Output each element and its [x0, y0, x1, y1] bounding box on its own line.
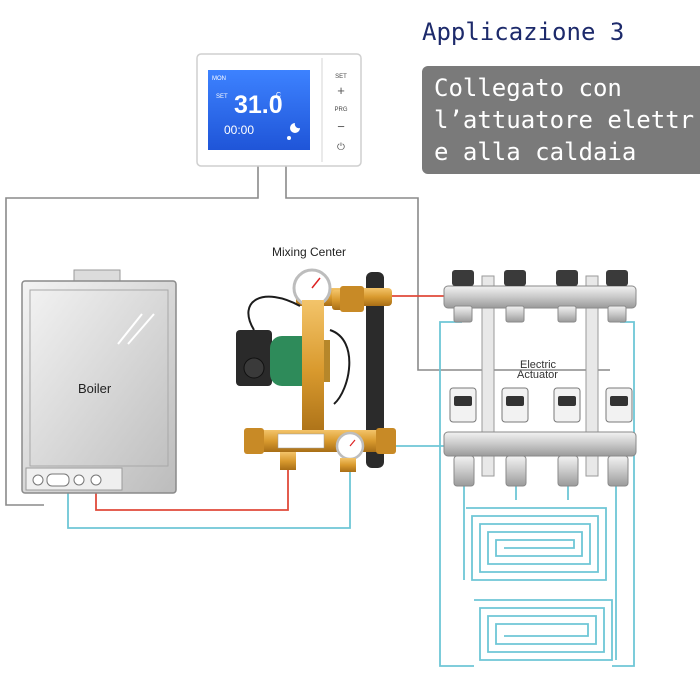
hand-icon: [287, 136, 291, 140]
manifold: Electric Actuator: [443, 270, 637, 487]
cold-pipe-mixer-to-boiler: [67, 462, 351, 529]
boiler-label: Boiler: [78, 381, 112, 396]
thermometer-bottom-needle: [349, 439, 356, 447]
floor-heating-loop-2: [474, 599, 613, 661]
manifold-bracket-right: [585, 275, 599, 477]
manifold-top-outlets: [453, 305, 627, 323]
wire-to-boiler: [5, 165, 259, 506]
actuator-cap-2: [506, 396, 524, 406]
manifold-bracket-left: [481, 275, 495, 477]
program-button[interactable]: PRG: [334, 107, 347, 113]
actuator-cap-1: [454, 396, 472, 406]
mixer-upper-nut: [340, 286, 364, 312]
boiler-glare-2: [127, 313, 155, 345]
boiler-knob-1[interactable]: [32, 474, 44, 486]
moon-icon: [290, 123, 300, 133]
caption-line-3: e alla caldaia: [434, 138, 637, 166]
page-title: Applicazione 3: [422, 18, 625, 46]
bottom-outlet-2: [505, 455, 527, 487]
top-outlet-2: [505, 305, 525, 323]
thermostat: MON SET 31.0 C 00:00 SET + PRG − ⏻: [196, 53, 362, 167]
power-button[interactable]: ⏻: [337, 142, 345, 153]
mixer-label-plate: [277, 433, 325, 449]
caption-line-2: l’attuatore elettr: [434, 106, 695, 134]
boiler-knob-2[interactable]: [73, 474, 85, 486]
lcd-set-label: SET: [216, 94, 228, 100]
cold-pipes: [67, 321, 635, 667]
hot-pipes: [95, 295, 446, 511]
bottom-outlet-1: [453, 455, 475, 487]
pump-cable: [247, 295, 301, 331]
actuator-cap-4: [610, 396, 628, 406]
plus-button[interactable]: +: [337, 83, 345, 98]
top-outlet-4: [607, 305, 627, 323]
floor-loop-riser-right: [612, 321, 635, 667]
boiler-glare-1: [117, 313, 143, 345]
mixing-center-label: Mixing Center: [272, 245, 346, 259]
control-wires: [5, 165, 610, 506]
lcd-temperature: 31.0: [234, 91, 283, 119]
mixing-center: Mixing Center: [236, 245, 396, 472]
mixer-lower-nut-right: [376, 428, 396, 454]
lcd-time: 00:00: [224, 123, 254, 137]
boiler: Boiler: [21, 269, 177, 494]
caption-box: Collegato con l’attuatore elettr e alla …: [422, 66, 700, 174]
sensor-cable: [329, 329, 351, 405]
top-cap-4[interactable]: [606, 270, 628, 286]
boiler-front-panel: [29, 289, 169, 467]
set-button[interactable]: SET: [335, 74, 347, 80]
manifold-top-caps: [452, 270, 628, 286]
mixer-lower-stub-right: [340, 458, 356, 472]
actuator-label-line1: Electric: [520, 359, 557, 371]
thermometer-needle: [311, 277, 321, 289]
caption-line-1: Collegato con: [434, 74, 622, 102]
boiler-display: [46, 473, 70, 487]
floor-loop-riser-left: [439, 321, 474, 667]
mixer-lower-nut-left: [244, 428, 264, 454]
actuator-label-line2: Actuator: [517, 369, 558, 381]
manifold-supply-bar: [443, 285, 637, 309]
top-cap-1[interactable]: [452, 270, 474, 286]
bottom-outlet-4: [607, 455, 629, 487]
minus-button[interactable]: −: [337, 119, 345, 134]
top-cap-3[interactable]: [556, 270, 578, 286]
top-cap-2[interactable]: [504, 270, 526, 286]
mixer-brass-column: [302, 300, 324, 440]
actuator-caps: [454, 396, 628, 406]
manifold-return-bar: [443, 431, 637, 457]
actuator-cap-3: [558, 396, 576, 406]
thermostat-lcd: [208, 70, 310, 150]
floor-heating-loop-1: [466, 507, 607, 581]
boiler-knob-3[interactable]: [90, 474, 102, 486]
manifold-bottom-outlets: [453, 455, 629, 487]
bottom-outlet-3: [557, 455, 579, 487]
wire-to-actuators: [285, 165, 450, 371]
top-outlet-3: [557, 305, 577, 323]
lcd-unit: C: [276, 92, 281, 99]
top-outlet-1: [453, 305, 473, 323]
pump-dial[interactable]: [243, 357, 265, 379]
mixer-return-pipe: [366, 272, 384, 468]
mixer-lower-stub-left: [280, 452, 296, 470]
lcd-mode-label: MON: [212, 76, 226, 82]
hot-pipe-boiler-to-mixer: [95, 462, 289, 511]
electric-actuators: [449, 387, 633, 423]
